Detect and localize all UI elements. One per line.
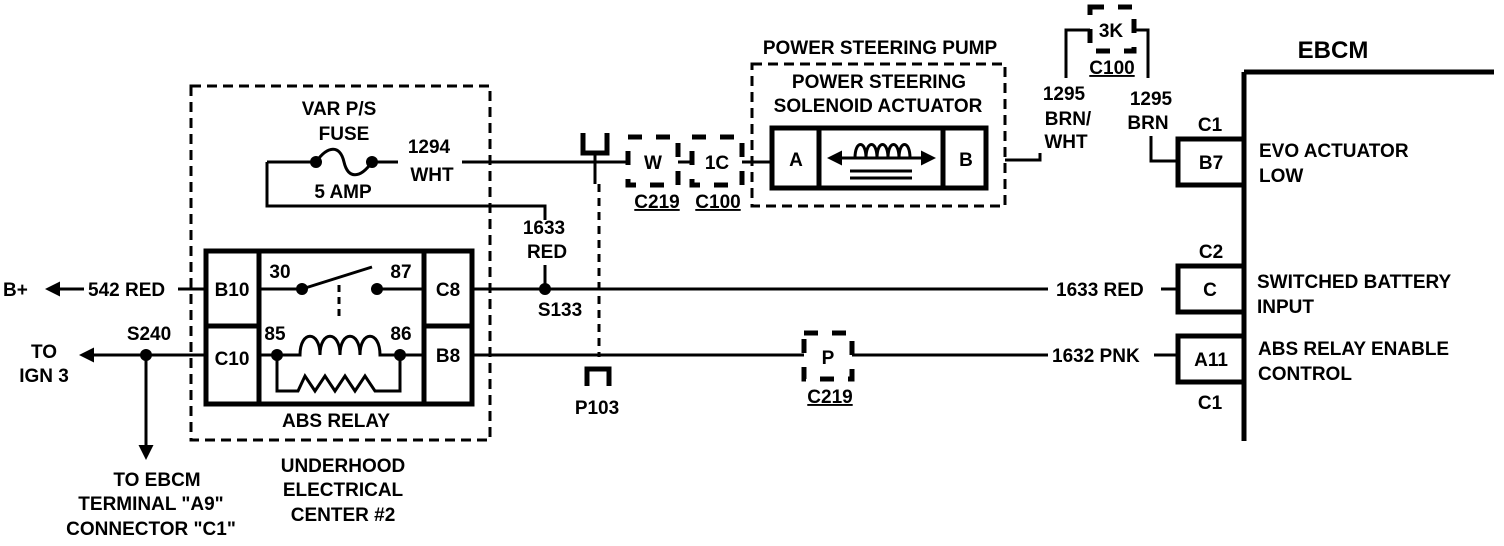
connector-pin-p: P [822,348,835,369]
wire-1633-color: RED [527,242,567,263]
power-steering-pump-outline [750,62,1007,208]
underhood-electrical-center-outline [189,84,492,442]
solenoid-actuator-body [769,125,989,191]
ebcm-pin-a11-label: A11 [1194,350,1228,371]
wire-1295a-number: 1295 [1043,84,1086,105]
connector-c100-label: C100 [695,192,740,213]
underhood-label-line1: UNDERHOOD [281,456,406,477]
to-ebcm-line2: TERMINAL "A9" [78,494,223,515]
fuse-name-line1: VAR P/S [302,99,377,120]
ebcm-a11-desc-line1: ABS RELAY ENABLE [1258,339,1449,360]
solenoid-coil-icon [827,143,936,180]
underhood-label-line2: ELECTRICAL [283,480,404,501]
connector-c219-label-top: C219 [634,192,679,213]
fuse-name-line2: FUSE [319,124,370,145]
relay-pin-c10: C10 [215,349,250,370]
actuator-pin-a: A [789,150,803,171]
wire-1295-brn-wht [1005,153,1042,162]
connector-c100-3k-label: C100 [1089,58,1134,79]
connector-pin-1c: 1C [705,153,730,174]
ebcm-pin-b7-label: B7 [1199,153,1223,174]
relay-pin-b8: B8 [436,346,460,367]
relay-terminal-86: 86 [390,324,411,345]
p103-pass-through [580,133,612,386]
actuator-label-line1: POWER STEERING [792,72,966,93]
ign3-label-line2: IGN 3 [19,366,69,387]
b-plus-label: B+ [3,280,28,301]
wire-fuse-feed [265,162,547,220]
wire-1294-number: 1294 [408,137,451,158]
ebcm-pin-c [1175,263,1247,315]
ebcm-c-desc-line2: INPUT [1257,297,1314,318]
var-ps-fuse [310,147,378,177]
to-ebcm-line1: TO EBCM [113,470,200,491]
ebcm-c1-bottom-label: C1 [1198,393,1223,414]
fuse-rating: 5 AMP [314,182,372,203]
wire-1295b-number: 1295 [1130,89,1173,110]
ebcm-wire-1633-label: 1633 RED [1056,280,1144,301]
ign3-label-line1: TO [31,342,57,363]
ebcm-b7-desc-line2: LOW [1259,166,1303,187]
ebcm-c-desc-line1: SWITCHED BATTERY [1257,272,1452,293]
wire-1295-brn [1134,28,1150,78]
pump-title: POWER STEERING PUMP [763,38,998,59]
relay-terminal-85: 85 [264,324,286,345]
actuator-pin-b: B [959,150,973,171]
relay-pin-c8: C8 [436,280,460,301]
wire-1295b-color: BRN [1127,113,1168,134]
ebcm-c2-label: C2 [1199,242,1223,263]
wire-1295a-color-line2: WHT [1044,132,1088,153]
relay-terminal-30: 30 [269,262,290,283]
actuator-label-line2: SOLENOID ACTUATOR [774,96,983,117]
ebcm-c1-top-label: C1 [1198,115,1223,136]
ebcm-wire-1632-label: 1632 PNK [1052,346,1140,367]
ebcm-pin-c-label: C [1203,280,1217,301]
connector-c100-1c [689,134,745,188]
splice-s240-label: S240 [127,324,171,345]
relay-coil [259,334,424,394]
ebcm-a11-desc-line2: CONTROL [1258,364,1352,385]
ebcm-title: EBCM [1298,37,1369,64]
p103-label: P103 [575,398,619,419]
splice-s133-label: S133 [538,300,582,321]
relay-name: ABS RELAY [282,411,390,432]
wire-542-label: 542 RED [88,280,165,301]
ebcm-pin-a11 [1175,333,1247,385]
relay-pin-b10: B10 [215,280,250,301]
connector-c219-p [801,330,855,382]
ebcm-pin-b7 [1175,136,1247,188]
underhood-label-line3: CENTER #2 [291,505,396,526]
connector-c219-w [625,134,681,188]
connector-c219-label-bottom: C219 [807,387,852,408]
wire-1633-number: 1633 [523,218,565,239]
relay-switch [259,265,424,320]
wire-1294-color: WHT [410,165,454,186]
wire-1295-to-3k [1064,28,1090,78]
to-ebcm-line3: CONNECTOR "C1" [66,519,236,540]
ebcm-b7-desc-line1: EVO ACTUATOR [1259,141,1409,162]
relay-terminal-87: 87 [390,262,411,283]
connector-pin-3k: 3K [1099,21,1124,42]
connector-pin-w: W [644,153,662,174]
wire-1295a-color-line1: BRN/ [1045,109,1092,130]
